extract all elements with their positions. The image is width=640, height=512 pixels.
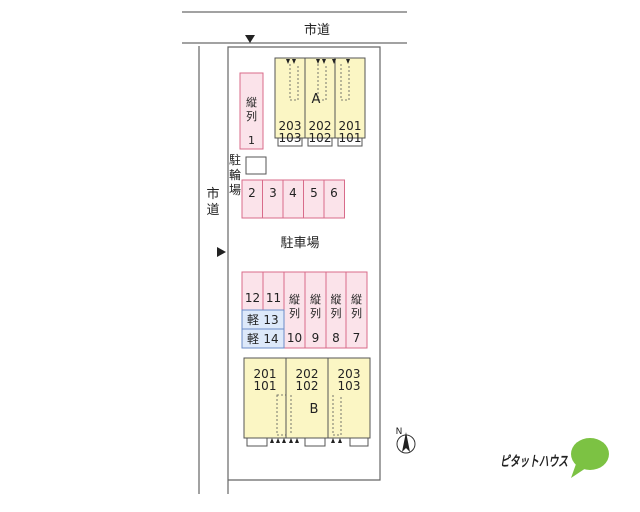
left-road-label-1: 市 bbox=[206, 186, 219, 202]
space-9-label-2: 列 bbox=[310, 306, 321, 320]
space-3-number: 3 bbox=[269, 186, 277, 200]
space-8-label-1: 縦 bbox=[331, 293, 342, 306]
space-1-label-1: 縦 bbox=[246, 96, 257, 109]
space-8-number: 8 bbox=[332, 331, 340, 345]
top-road-label: 市道 bbox=[304, 22, 330, 38]
compass-letter: N bbox=[396, 427, 403, 437]
building-b-label: B bbox=[310, 402, 319, 417]
building-b-unit-1-upper: 201 bbox=[254, 367, 277, 381]
building-b-unit-2-upper: 202 bbox=[296, 367, 319, 381]
building-a-unit-1-upper: 203 bbox=[279, 119, 302, 133]
space-7-label-1: 縦 bbox=[351, 293, 362, 306]
parking-row-2-6: 2 3 4 5 6 bbox=[241, 179, 345, 219]
space-1-label-2: 列 bbox=[246, 109, 257, 123]
triangle-right-icon bbox=[217, 247, 226, 257]
left-road-label-2: 道 bbox=[206, 203, 219, 218]
space-7-label-2: 列 bbox=[351, 306, 362, 320]
kei-14-prefix: 軽 bbox=[247, 332, 259, 346]
triangle-down-icon bbox=[245, 35, 255, 43]
logo-green-bubble bbox=[571, 438, 609, 470]
bike-parking-label-3: 場 bbox=[229, 183, 241, 197]
building-b-unit-3-upper: 203 bbox=[338, 367, 361, 381]
building-a-unit-2-upper: 202 bbox=[309, 119, 332, 133]
space-7-number: 7 bbox=[353, 331, 361, 345]
space-11-number: 11 bbox=[266, 291, 281, 305]
parking-space-1: 縦 列 1 bbox=[239, 72, 264, 150]
building-a-unit-1-lower: 103 bbox=[279, 131, 302, 145]
brand-logo: ピタットハウス bbox=[500, 438, 609, 478]
lot-boundary bbox=[227, 46, 381, 494]
bike-parking: 駐 輪 場 bbox=[229, 152, 267, 197]
building-a-stairs bbox=[289, 64, 350, 101]
building-a-unit-2-lower: 102 bbox=[309, 131, 332, 145]
kei-13-prefix: 軽 bbox=[247, 313, 259, 327]
space-5-number: 5 bbox=[310, 186, 318, 200]
space-1-number: 1 bbox=[248, 134, 255, 147]
bike-parking-label-1: 駐 bbox=[229, 152, 241, 167]
building-b-unit-3-lower: 103 bbox=[338, 379, 361, 393]
logo-bubble-tail bbox=[571, 464, 586, 478]
logo-text: ピタットハウス bbox=[500, 454, 568, 470]
space-10-label-2: 列 bbox=[289, 306, 300, 320]
building-b-stairs bbox=[276, 394, 342, 436]
parking-lower-block: 12 11 縦 列 10 縦 列 9 縦 列 8 縦 列 7 軽 13 軽 14 bbox=[241, 271, 368, 349]
space-9-number: 9 bbox=[312, 331, 320, 345]
kei-13-number: 13 bbox=[263, 313, 278, 327]
building-b-entrance-markers bbox=[270, 438, 342, 443]
space-4-number: 4 bbox=[289, 186, 297, 200]
building-b-unit-1-lower: 101 bbox=[254, 379, 277, 393]
space-10-label-1: 縦 bbox=[289, 293, 300, 306]
left-road: 市 道 bbox=[198, 46, 220, 494]
building-a-entrance-markers bbox=[286, 59, 350, 64]
building-a-label: A bbox=[312, 92, 321, 107]
bike-parking-label-2: 輪 bbox=[229, 167, 241, 182]
building-b: 201 101 202 102 203 103 B bbox=[243, 357, 371, 447]
space-9-label-1: 縦 bbox=[310, 293, 321, 306]
space-12-number: 12 bbox=[245, 291, 260, 305]
space-10-number: 10 bbox=[287, 331, 302, 345]
building-a-unit-3-upper: 201 bbox=[339, 119, 362, 133]
building-a-unit-3-lower: 101 bbox=[339, 131, 362, 145]
north-arrow-icon: N bbox=[396, 427, 416, 454]
space-6-number: 6 bbox=[330, 186, 338, 200]
space-8-label-2: 列 bbox=[331, 306, 342, 320]
top-road: 市道 bbox=[182, 11, 407, 44]
kei-14-number: 14 bbox=[263, 332, 278, 346]
parking-lot-label: 駐車場 bbox=[280, 236, 319, 251]
building-b-unit-2-lower: 102 bbox=[296, 379, 319, 393]
building-a: A 203 103 202 102 201 101 bbox=[274, 57, 366, 147]
space-2-number: 2 bbox=[248, 186, 256, 200]
